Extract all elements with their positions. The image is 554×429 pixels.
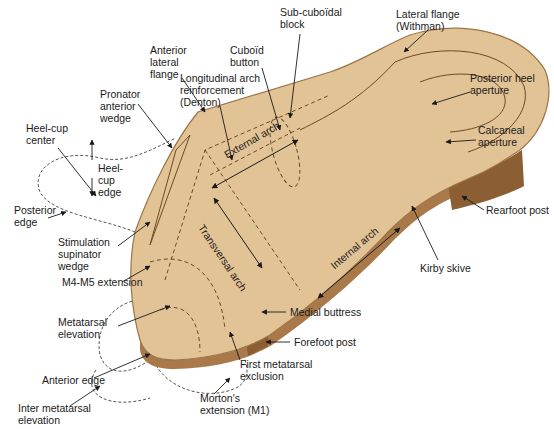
part-label: Anterior edge [42, 374, 122, 386]
part-label: Medial buttress [290, 306, 380, 318]
part-label: Heel-cup edge [98, 162, 138, 198]
part-label: Metatarsal elevation [58, 316, 128, 340]
part-label: Kirby skive [420, 262, 490, 274]
part-label: Posterior heel aperture [470, 72, 540, 96]
part-label: Inter metatarsal elevation [18, 402, 93, 426]
part-label: Stimulation supinator wedge [58, 236, 128, 272]
part-label: M4-M5 extension [62, 276, 152, 288]
part-label: Posterior edge [14, 204, 54, 228]
insole-top [131, 28, 549, 360]
part-label: Longitudinal arch reinforcement (Denton) [180, 72, 280, 108]
part-label: Morton's extension (M1) [200, 392, 280, 416]
part-label: Heel-cup center [26, 122, 76, 146]
part-label: Forefoot post [294, 336, 374, 348]
part-label: Rearfoot post [486, 204, 554, 216]
leader-lines [48, 30, 484, 406]
part-label: Calcaneal aperture [478, 124, 548, 148]
part-label: Sub-cuboïdal block [280, 6, 350, 30]
part-label: Pronator anterior wedge [100, 88, 160, 124]
part-label: Cuboïd button [230, 44, 280, 68]
inner-contours [150, 51, 525, 245]
part-label: Lateral flange (Withman) [396, 8, 476, 32]
part-label: First metatarsal exclusion [240, 358, 320, 382]
